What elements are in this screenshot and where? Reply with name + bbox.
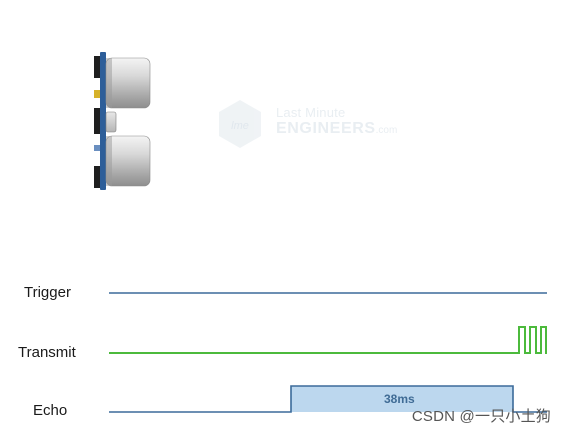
watermark-text: Last Minute ENGINEERS.com <box>276 106 397 137</box>
echo-duration-label: 38ms <box>384 392 415 406</box>
ultrasonic-sensor <box>94 52 151 190</box>
receiver-transducer <box>105 135 151 187</box>
sensor-board <box>100 52 106 190</box>
sensor-pin <box>94 56 100 78</box>
transmitter-transducer <box>105 57 151 109</box>
echo-pulse-fill <box>291 386 513 412</box>
crystal-oscillator <box>105 111 117 133</box>
sensor-pin <box>94 90 100 98</box>
csdn-credit: CSDN @一只小土狗 <box>411 408 551 425</box>
transmit-label: Transmit <box>18 344 76 361</box>
sensor-pin <box>94 145 100 151</box>
svg-text:lme: lme <box>231 120 249 132</box>
transmit-signal-line <box>109 326 547 354</box>
watermark-line1: Last Minute <box>276 105 346 120</box>
echo-signal-line <box>109 385 547 413</box>
echo-label: Echo <box>33 402 68 419</box>
watermark-line2: ENGINEERS.com <box>276 120 398 137</box>
watermark-logo-icon: lme <box>219 100 261 148</box>
sensor-pin <box>94 166 100 188</box>
sensor-pin <box>94 108 100 134</box>
trigger-label: Trigger <box>24 284 71 301</box>
watermark-suffix: .com <box>375 125 398 136</box>
